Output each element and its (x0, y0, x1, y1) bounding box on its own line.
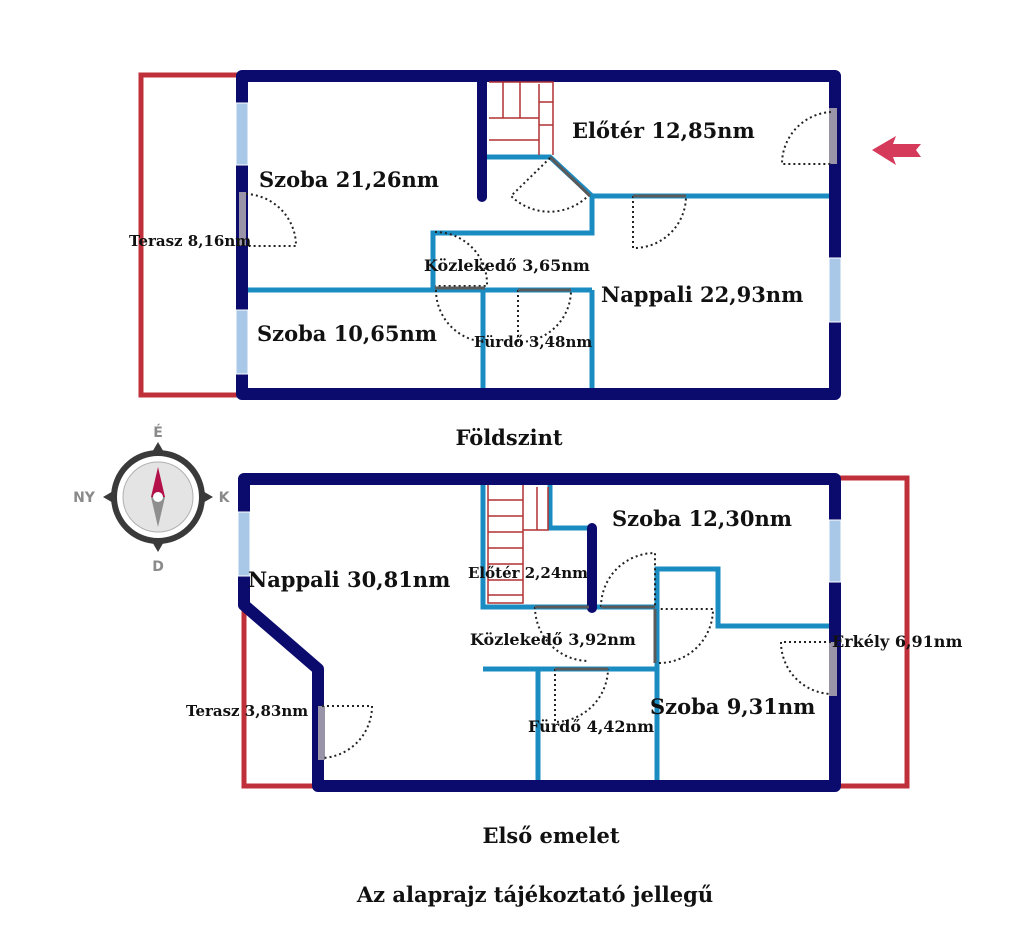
ground-window-west-top (235, 102, 249, 166)
compass-north-label: É (153, 424, 163, 441)
ground-label-szoba-small: Szoba 10,65nm (257, 321, 437, 346)
disclaimer-text: Az alaprajz tájékoztató jellegű (356, 882, 713, 907)
first-floor-plan: Szoba 12,30nm Nappali 30,81nm Előtér 2,2… (186, 473, 962, 848)
ground-floor-title: Földszint (455, 425, 562, 450)
first-label-kozlekedo: Közlekedő 3,92nm (470, 630, 636, 649)
ground-label-kozlekedo: Közlekedő 3,65nm (424, 256, 590, 275)
compass-south-label: D (152, 559, 164, 575)
first-doors (321, 551, 832, 759)
first-window-east (828, 519, 842, 583)
first-label-eloter: Előtér 2,24nm (468, 564, 588, 582)
first-label-terasz: Terasz 3,83nm (186, 702, 308, 720)
ground-door-frame-west (239, 192, 246, 246)
first-window-west (237, 511, 251, 577)
first-label-szoba-b: Szoba 9,31nm (650, 694, 815, 719)
ground-label-furdo: Fürdő 3,48nm (474, 333, 592, 351)
first-terasz-outline (241, 610, 318, 789)
first-erkely-outline (839, 475, 910, 789)
first-label-erkely: Erkély 6,91nm (832, 632, 962, 651)
ground-window-east (828, 257, 842, 323)
first-stairs (487, 485, 549, 604)
ground-terrace-outline (138, 72, 238, 398)
compass-west-label: NY (73, 490, 96, 506)
entrance-arrow-icon (872, 136, 921, 165)
first-door-frame-west (318, 706, 325, 760)
compass-east-label: K (219, 490, 231, 506)
ground-label-nappali: Nappali 22,93nm (601, 282, 803, 307)
ground-label-eloter: Előtér 12,85nm (572, 118, 755, 143)
first-label-furdo: Fürdő 4,42nm (528, 717, 654, 736)
ground-label-szoba-large: Szoba 21,26nm (259, 167, 439, 192)
ground-stairs (489, 81, 554, 155)
ground-window-west-bottom (235, 309, 249, 375)
ground-stair-wall (548, 155, 592, 198)
first-door-frame-east (829, 642, 837, 696)
first-outer-wall (238, 473, 841, 792)
first-floor-title: Első emelet (482, 823, 619, 848)
ground-door-frame-east (829, 108, 837, 164)
ground-doors (245, 111, 832, 344)
first-label-szoba-a: Szoba 12,30nm (612, 506, 792, 531)
ground-floor-plan: Szoba 21,26nm Előtér 12,85nm Terasz 8,16… (129, 70, 921, 450)
ground-label-terasz: Terasz 8,16nm (129, 232, 251, 250)
compass-rose-icon: É D K NY (73, 424, 231, 575)
first-label-nappali: Nappali 30,81nm (248, 567, 450, 592)
